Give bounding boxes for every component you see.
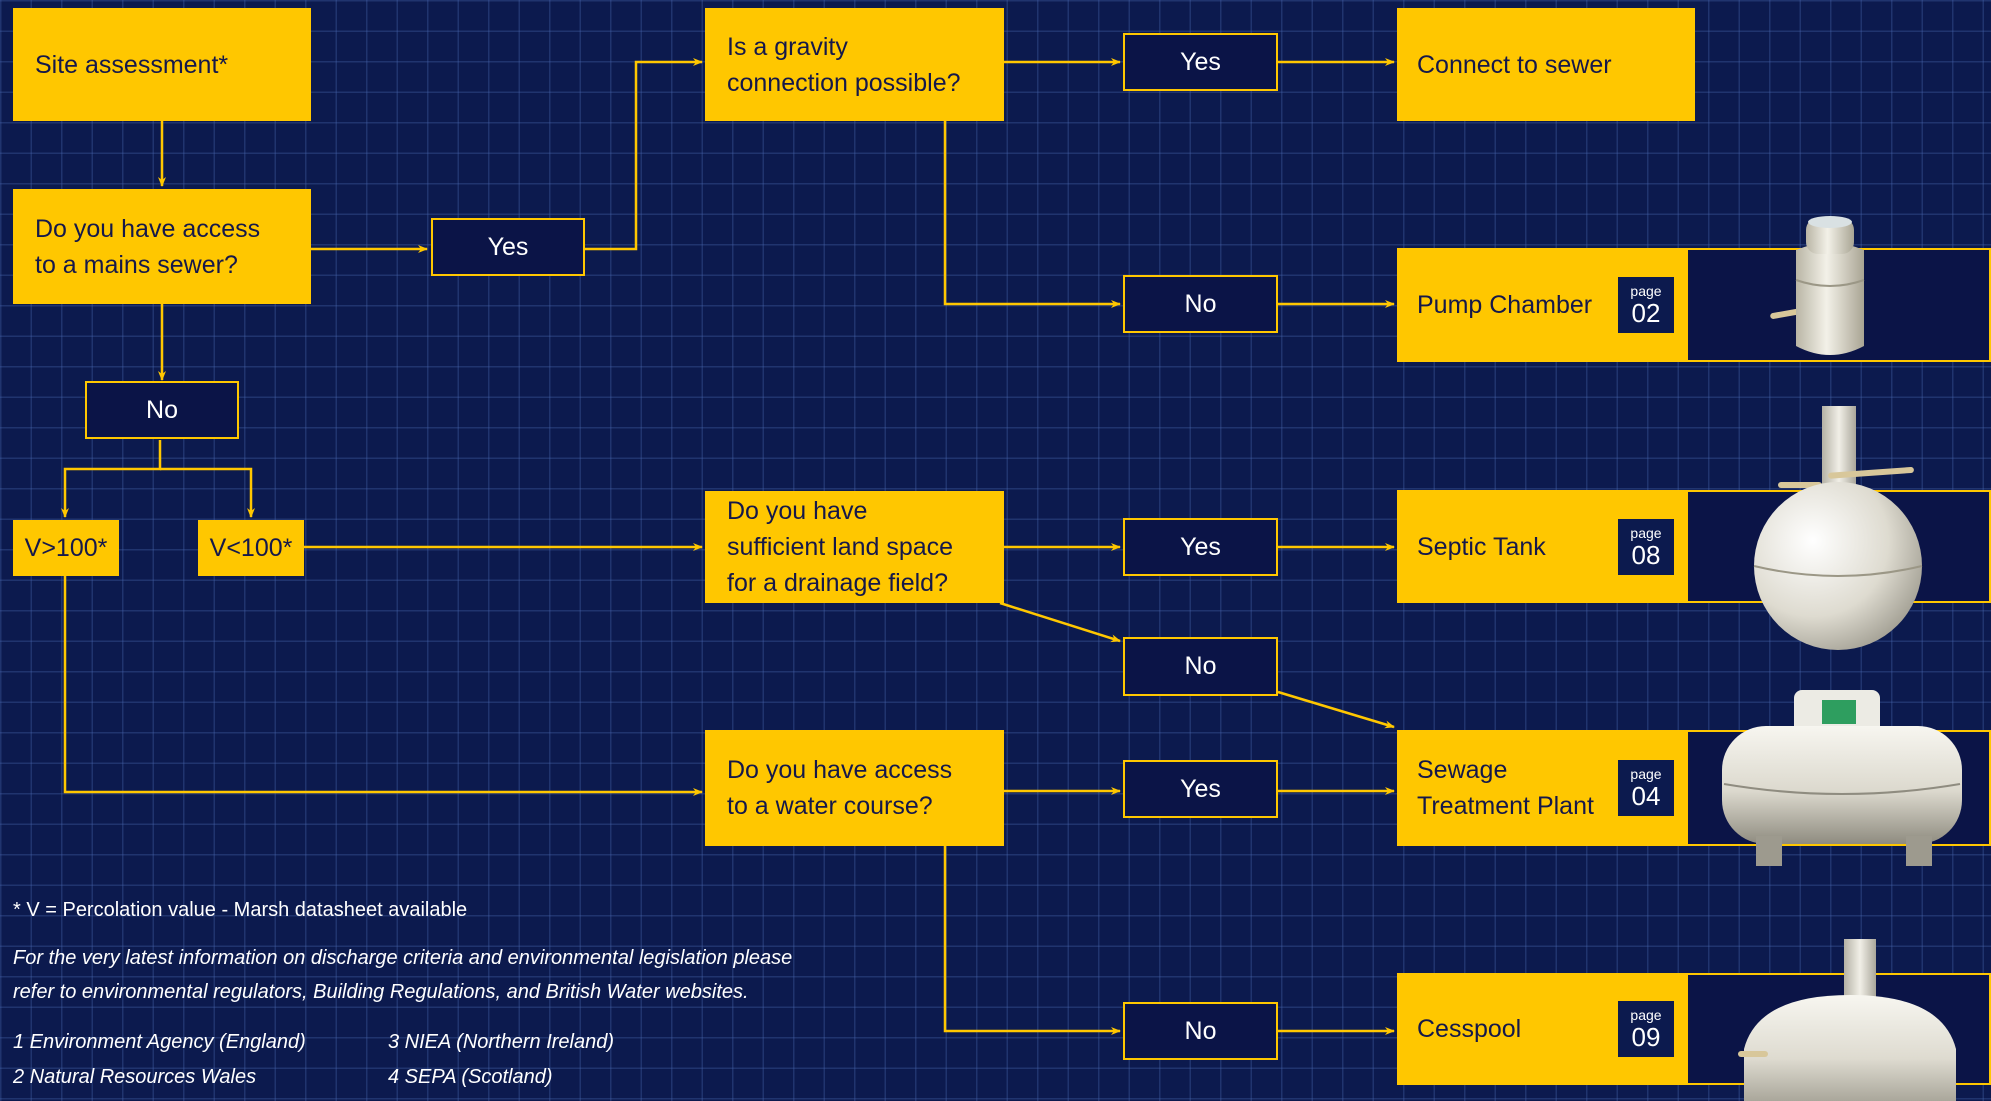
page-number: 09 (1631, 1022, 1661, 1052)
sewage-treatment-plant-label: Sewage Treatment Plant (1417, 756, 1594, 820)
water-course-question: Do you have access to a water course? (705, 730, 1004, 846)
septic-page-badge[interactable]: page 08 (1618, 518, 1674, 575)
water-no-label: No (1184, 1016, 1217, 1045)
land-space-label: Do you have sufficient land space for a … (727, 497, 954, 597)
mains-sewer-label: Do you have access to a mains sewer? (35, 214, 261, 279)
land-yes-box: Yes (1123, 518, 1278, 576)
mains-yes-box: Yes (431, 218, 585, 276)
land-yes-label: Yes (1180, 532, 1221, 561)
arrow-vgt-to-water (63, 576, 703, 796)
arrow-land-to-no (999, 601, 1121, 643)
cesspool-box: Cesspool page 09 (1397, 973, 1688, 1085)
regulator-item: 4 SEPA (Scotland) (388, 1066, 553, 1088)
page-word: page (1630, 1007, 1662, 1023)
v-less-100-box: V<100* (198, 520, 304, 576)
connect-to-sewer-label: Connect to sewer (1417, 50, 1612, 79)
cesspool-image (1738, 939, 1956, 1101)
pump-chamber-image (1770, 216, 1865, 355)
arrow-gravity-to-no (943, 121, 1121, 308)
info-line-2: refer to environmental regulators, Build… (13, 981, 749, 1003)
land-no-box: No (1123, 637, 1278, 696)
regulator-item: 3 NIEA (Northern Ireland) (388, 1031, 615, 1053)
arrow-yes-to-gravity (585, 58, 703, 251)
septic-tank-box: Septic Tank page 08 (1397, 490, 1688, 603)
gravity-connection-question: Is a gravity connection possible? (705, 8, 1004, 121)
pump-page-badge[interactable]: page 02 (1618, 277, 1674, 333)
info-line-1: For the very latest information on disch… (13, 947, 793, 969)
page-word: page (1630, 524, 1662, 541)
mains-no-box: No (85, 381, 239, 439)
cesspool-page-badge[interactable]: page 09 (1618, 1001, 1674, 1057)
page-word: page (1630, 283, 1662, 299)
sewage-treatment-plant-box: Sewage Treatment Plant page 04 (1397, 730, 1688, 846)
v-greater-100-label: V>100* (24, 534, 108, 562)
regulator-item: 1 Environment Agency (England) (13, 1031, 306, 1053)
gravity-connection-label: Is a gravity connection possible? (727, 32, 961, 97)
water-yes-label: Yes (1180, 774, 1221, 803)
site-assessment-box: Site assessment* (13, 8, 311, 121)
v-greater-100-box: V>100* (13, 520, 119, 576)
percolation-footnote: * V = Percolation value - Marsh datashee… (13, 899, 468, 921)
land-space-question: Do you have sufficient land space for a … (705, 491, 1004, 603)
mains-no-label: No (146, 395, 178, 424)
arrow-no-to-sewage (1277, 690, 1395, 729)
water-course-label: Do you have access to a water course? (727, 756, 953, 820)
site-assessment-label: Site assessment* (35, 50, 229, 79)
water-yes-box: Yes (1123, 760, 1278, 818)
arrow-no-to-vlt (160, 467, 255, 518)
pump-chamber-label: Pump Chamber (1417, 291, 1593, 319)
arrow-water-to-no (943, 846, 1121, 1035)
mains-sewer-question: Do you have access to a mains sewer? (13, 189, 311, 304)
page-number: 04 (1631, 781, 1661, 811)
sewage-treatment-plant-image (1722, 690, 1962, 866)
cesspool-label: Cesspool (1417, 1015, 1522, 1043)
regulator-item: 2 Natural Resources Wales (13, 1066, 257, 1088)
septic-tank-image (1753, 406, 1923, 650)
gravity-no-box: No (1123, 275, 1278, 333)
land-no-label: No (1184, 652, 1217, 680)
gravity-no-label: No (1184, 289, 1217, 318)
sewage-page-badge[interactable]: page 04 (1618, 760, 1674, 816)
page-number: 08 (1631, 539, 1661, 570)
gravity-yes-label: Yes (1180, 47, 1221, 76)
septic-tank-label: Septic Tank (1417, 532, 1546, 561)
page-word: page (1630, 766, 1662, 782)
v-less-100-label: V<100* (209, 534, 293, 562)
pump-chamber-box: Pump Chamber page 02 (1397, 248, 1688, 362)
arrow-no-to-vgt (61, 440, 162, 518)
gravity-yes-box: Yes (1123, 33, 1278, 91)
water-no-box: No (1123, 1002, 1278, 1060)
page-number: 02 (1631, 298, 1661, 328)
mains-yes-label: Yes (487, 232, 529, 261)
connect-to-sewer-box: Connect to sewer (1397, 8, 1695, 121)
